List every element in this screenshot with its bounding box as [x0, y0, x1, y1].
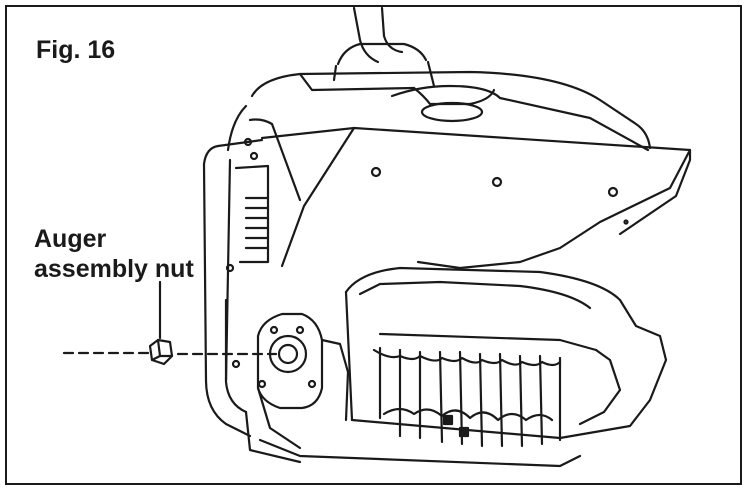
chute-plate [260, 126, 692, 270]
figure-frame [5, 5, 742, 485]
assembly-dashed-line [62, 351, 278, 356]
auger-hub [256, 312, 350, 450]
callout-line-1: Auger [34, 225, 107, 253]
figure-title: Fig. 16 [36, 36, 116, 64]
auger-nut-callout: Auger assembly nut [34, 224, 194, 284]
side-housing [202, 118, 302, 438]
rear-housing [226, 70, 652, 152]
handle-tube [332, 6, 436, 88]
auger-housing [244, 266, 668, 468]
auger-assembly-nut [148, 338, 174, 366]
callout-line-2: assembly nut [34, 255, 194, 283]
